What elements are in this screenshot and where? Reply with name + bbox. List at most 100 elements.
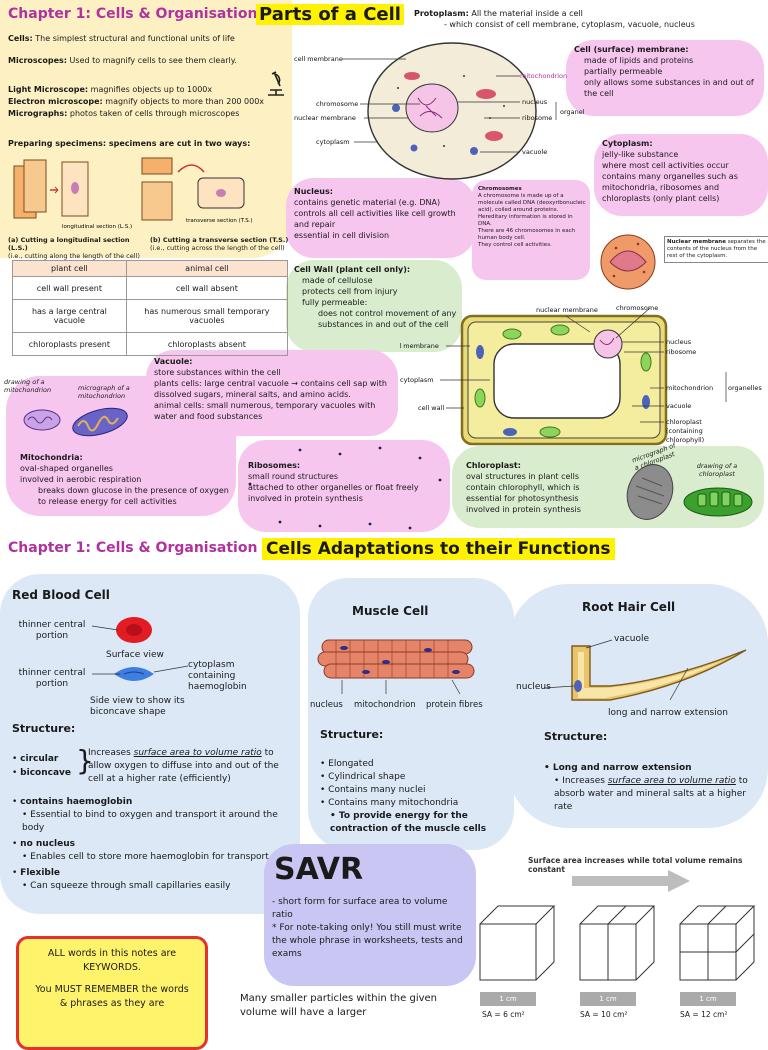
plant-cell-diagram: nuclear membrane chromosome cell membran… xyxy=(400,304,762,446)
muscle-label-mitochondrion: mitochondrion xyxy=(354,700,416,710)
muscle-panel xyxy=(308,578,514,850)
muscle-diagram xyxy=(317,639,475,695)
ls-label: longitudinal section (L.S.) xyxy=(62,224,132,230)
ribosome-dots xyxy=(248,446,442,530)
cell-membrane-panel xyxy=(566,40,764,116)
label-nuclear-membrane-plant: nuclear membrane xyxy=(536,306,598,314)
chloroplast-drawings xyxy=(626,464,753,520)
cell-wall-note: Cell Wall (plant cell only): made of cel… xyxy=(294,265,457,329)
rbc-structure-label: Structure: xyxy=(12,722,76,735)
rbc-side-view-label: Side view to show its biconcave shape xyxy=(90,696,185,717)
section-cutting-diagram: longitudinal section (L.S.) transverse s… xyxy=(13,157,253,230)
rbc-features: • contains haemoglobin • Essential to bi… xyxy=(12,797,278,891)
nucleus-panel xyxy=(286,178,476,258)
cytoplasm-panel xyxy=(594,134,768,216)
label-vacuole-plant: vacuole xyxy=(666,402,691,410)
electron-microscope-definition: Electron microscope: magnify objects to … xyxy=(8,97,265,106)
ribosomes-note: Ribosomes: small round structures attach… xyxy=(248,461,419,503)
label-nucleus-plant: nucleus xyxy=(666,338,692,346)
root-hair-nucleus-label: nucleus xyxy=(516,682,551,692)
mito-micrograph-label: micrograph of a mitochondrion xyxy=(78,384,130,400)
cubes-diagram xyxy=(479,905,756,981)
microscopes-definition: Microscopes: Used to magnify cells to se… xyxy=(8,56,237,65)
cytoplasm-note: Cytoplasm: jelly-like substance where mo… xyxy=(602,139,738,203)
ribosomes-panel xyxy=(238,440,450,532)
muscle-title: Muscle Cell xyxy=(352,604,429,618)
root-hair-extension-label: long and narrow extension xyxy=(608,708,728,718)
cube-unit-label-1: 1 cm xyxy=(480,992,536,1006)
table-header-row: plant cell animal cell xyxy=(12,260,289,277)
chapter-part2-heading: Chapter 1: Cells & Organisation (Part 2) xyxy=(8,540,323,556)
nuclear-membrane-note: Nuclear membrane separates the contents … xyxy=(664,236,768,263)
animal-cell-diagram: cell membrane chromosome nuclear membran… xyxy=(294,42,584,180)
rbc-thinner-label-2: thinner central portion xyxy=(18,668,86,689)
chloroplast-note: Chloroplast: oval structures in plant ce… xyxy=(466,461,581,514)
label-mitochondrion-plant: mitochondrion xyxy=(666,384,713,392)
chapter-part1-heading: Chapter 1: Cells & Organisation (Part 1) xyxy=(8,6,323,22)
mito-drawing-label: drawing of a mitochondrion xyxy=(4,378,52,394)
chloro-drawing-label: drawing of a chloroplast xyxy=(696,462,738,478)
savr-title: SAVR xyxy=(274,852,364,887)
nucleus-drawing xyxy=(600,234,656,290)
label-mitochondrion: mitochondrion xyxy=(520,72,567,80)
section-caption-b: (b) Cutting a transverse section (T.S.)(… xyxy=(150,236,289,252)
cell-wall-panel xyxy=(286,260,462,352)
muscle-label-nucleus: nucleus xyxy=(310,700,343,710)
rbc-brace: } xyxy=(76,744,94,777)
root-hair-title: Root Hair Cell xyxy=(582,600,676,614)
chromosomes-panel xyxy=(472,180,590,280)
table-row: has a large central vacuole has numerous… xyxy=(12,299,289,333)
table-header: plant cell xyxy=(12,260,127,277)
rbc-title: Red Blood Cell xyxy=(12,588,110,602)
label-chromosome: chromosome xyxy=(316,100,358,108)
cell-membrane-note: Cell (surface) membrane: made of lipids … xyxy=(574,45,754,98)
label-chromosome-plant: chromosome xyxy=(616,304,658,312)
parts-of-cell-title: Parts of a Cell xyxy=(256,4,404,25)
chromosomes-note: Chromosomes A chromosome is made up of a… xyxy=(478,186,586,248)
protoplasm-definition: Protoplasm: All the material inside a ce… xyxy=(414,9,695,29)
label-cytoplasm: cytoplasm xyxy=(316,138,350,146)
label-chloroplast-plant: chloroplast xyxy=(666,418,702,426)
root-hair-diagram xyxy=(543,639,747,701)
cube-sa-label-2: SA = 10 cm² xyxy=(580,1010,628,1019)
label-nucleus: nucleus xyxy=(522,98,548,106)
table-cell: has numerous small temporary vacuoles xyxy=(125,299,289,333)
rbc-surface-view-label: Surface view xyxy=(106,650,164,660)
root-hair-vacuole-label: vacuole xyxy=(614,634,650,644)
light-microscope-definition: Light Microscope: magnifies objects up t… xyxy=(8,85,213,94)
label-chloroplast-plant-3: chlorophyll) xyxy=(666,436,704,444)
root-hair-structure-label: Structure: xyxy=(544,730,608,743)
table-cell: has a large central vacuole xyxy=(12,299,127,333)
rbc-shape-bullets: • circular • biconcave xyxy=(12,754,72,778)
table-header: animal cell xyxy=(125,260,289,277)
plant-animal-table: plant cell animal cell cell wall present… xyxy=(12,260,289,356)
muscle-structure-label: Structure: xyxy=(320,728,384,741)
label-ribosome: ribosome xyxy=(522,114,552,122)
table-row: chloroplasts present chloroplasts absent xyxy=(12,332,289,356)
label-vacuole: vacuole xyxy=(522,148,547,156)
keywords-box: ALL words in this notes are KEYWORDS. Yo… xyxy=(16,936,208,1050)
rbc-thinner-label-1: thinner central portion xyxy=(18,620,86,641)
cube-unit-label-2: 1 cm xyxy=(580,992,636,1006)
root-hair-structure-list: • Long and narrow extension • Increases … xyxy=(544,763,748,812)
cube-sa-label-1: SA = 6 cm² xyxy=(482,1010,525,1019)
label-chloroplast-plant-2: (containing xyxy=(666,427,703,435)
mitochondria-note: Mitochondria: oval-shaped organelles inv… xyxy=(20,453,229,506)
table-cell: cell wall present xyxy=(12,276,127,300)
nucleus-note: Nucleus: contains genetic material (e.g.… xyxy=(294,187,456,240)
label-organelles: organelles xyxy=(560,108,584,116)
savr-definition: - short form for surface area to volume … xyxy=(272,897,463,959)
micrographs-definition: Micrographs: photos taken of cells throu… xyxy=(8,109,240,118)
label-cell-membrane: cell membrane xyxy=(294,55,343,63)
cube-unit-label-3: 1 cm xyxy=(680,992,736,1006)
cube-sa-label-3: SA = 12 cm² xyxy=(680,1010,728,1019)
label-organelles-plant: organelles xyxy=(728,384,762,392)
table-cell: cell wall absent xyxy=(125,276,289,300)
microscope-icon xyxy=(262,68,288,101)
rbc-cytoplasm-label: cytoplasm containing haemoglobin xyxy=(188,660,247,692)
muscle-label-protein-fibres: protein fibres xyxy=(426,700,483,710)
adaptations-title: Cells Adaptations to their Functions xyxy=(262,538,615,560)
root-hair-panel xyxy=(508,584,768,828)
cells-definition: Cells: The simplest structural and funct… xyxy=(8,34,235,43)
cubes-caption: Surface area increases while total volum… xyxy=(528,856,743,874)
